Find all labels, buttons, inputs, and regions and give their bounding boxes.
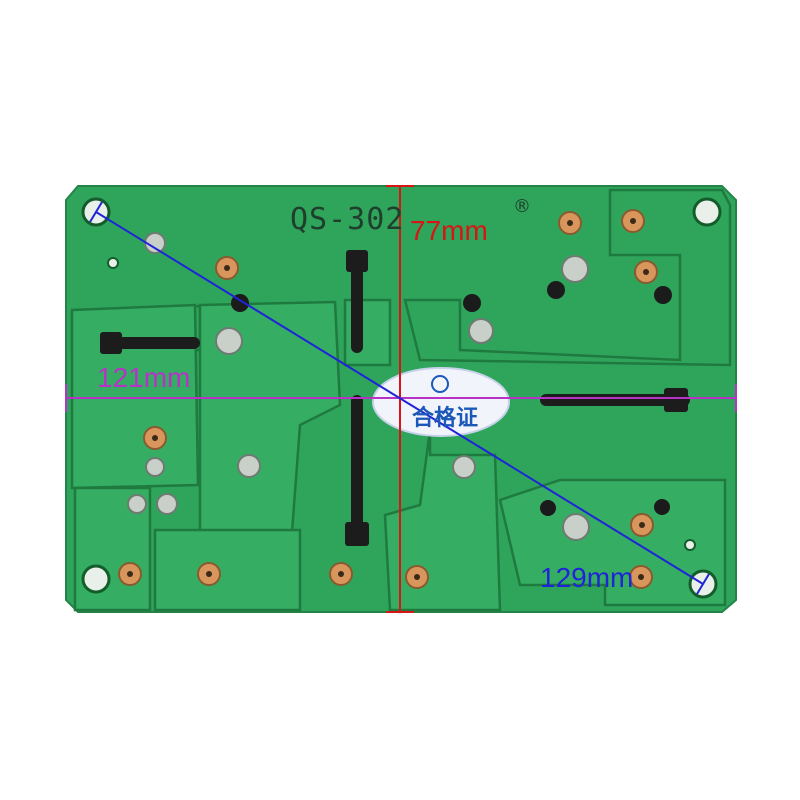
diagonal-measure-cap-end [696,573,710,595]
diagonal-measure-line [95,211,704,585]
height-label: 77mm [410,215,488,246]
diagonal-label: 129mm [540,562,634,593]
diagonal-measure-cap-start [89,201,103,223]
pad-holes [127,218,649,580]
sticker-text: 合格证 [412,406,479,431]
registered-mark: ® [513,196,531,217]
certification-sticker [372,367,510,437]
silkscreen-model: QS-302 [290,202,405,237]
solder-joints [127,232,590,541]
width-label: 121mm [97,362,191,393]
